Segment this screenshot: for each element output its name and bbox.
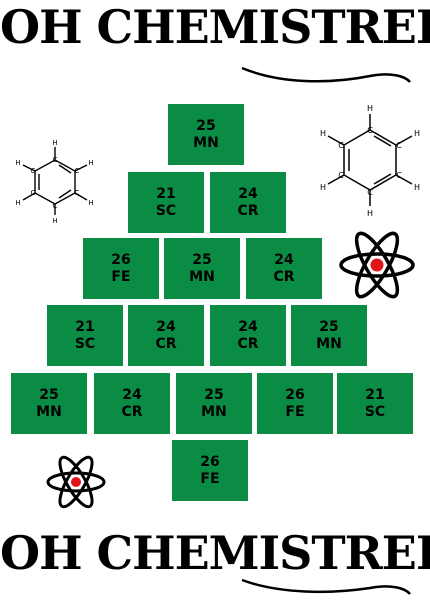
carbon-label: C (75, 189, 80, 197)
tile-symbol: CR (237, 335, 259, 352)
carbon-label: C (31, 167, 36, 175)
carbon-label: C (396, 141, 402, 150)
hydrogen-label: H (52, 217, 57, 225)
title-swirl-ornament (241, 578, 411, 595)
element-tile: 25 MN (291, 305, 367, 366)
atom-icon (46, 455, 106, 509)
carbon-label: C (367, 188, 373, 197)
element-tile: 24 CR (210, 172, 286, 233)
tile-number: 26 (111, 251, 131, 268)
hydrogen-label: H (15, 199, 20, 207)
tile-number: 21 (75, 318, 95, 335)
hydrogen-label: H (367, 104, 373, 113)
tile-number: 25 (196, 117, 216, 134)
tile-symbol: MN (201, 403, 227, 420)
tile-symbol: SC (364, 403, 386, 420)
element-tile: 26 FE (257, 373, 333, 434)
carbon-label: C (367, 126, 373, 135)
tile-number: 25 (319, 318, 339, 335)
carbon-label: C (53, 156, 58, 164)
hydrogen-label: H (414, 183, 420, 192)
tile-symbol: SC (155, 202, 177, 219)
tile-number: 25 (204, 386, 224, 403)
hydrogen-label: H (320, 183, 326, 192)
element-tile: 21 SC (47, 305, 123, 366)
hydrogen-label: H (88, 199, 93, 207)
tile-symbol: CR (237, 202, 259, 219)
benzene-molecule-icon: H H H H H H C C C C C C (320, 104, 420, 218)
hydrogen-label: H (52, 139, 57, 147)
title-swirl-ornament (241, 66, 411, 83)
hydrogen-label: H (320, 129, 326, 138)
tile-number: 24 (156, 318, 176, 335)
element-tile: 24 CR (246, 238, 322, 299)
tile-symbol: MN (36, 403, 62, 420)
element-tile: 24 CR (210, 305, 286, 366)
element-tile: 25 MN (176, 373, 252, 434)
hydrogen-label: H (367, 209, 373, 218)
tile-number: 21 (365, 386, 385, 403)
tile-number: 25 (39, 386, 59, 403)
carbon-label: C (338, 141, 344, 150)
tile-symbol: FE (285, 403, 305, 420)
tile-number: 24 (274, 251, 294, 268)
title-top: OH CHEMISTREE (0, 0, 430, 54)
carbon-label: C (338, 171, 344, 180)
title-bottom: OH CHEMISTREE (0, 526, 430, 580)
tile-number: 26 (285, 386, 305, 403)
tile-symbol: SC (74, 335, 96, 352)
hydrogen-label: H (88, 159, 93, 167)
tile-symbol: FE (200, 470, 220, 487)
benzene-molecule-icon: H H H H H H C C C C C C (15, 139, 93, 225)
tile-symbol: CR (273, 268, 295, 285)
element-tile: 24 CR (128, 305, 204, 366)
tile-symbol: MN (189, 268, 215, 285)
carbon-label: C (396, 171, 402, 180)
tile-symbol: CR (121, 403, 143, 420)
element-tile: 25 MN (11, 373, 87, 434)
element-tile: 25 MN (164, 238, 240, 299)
tile-number: 25 (192, 251, 212, 268)
hydrogen-label: H (15, 159, 20, 167)
carbon-label: C (53, 202, 58, 210)
tile-symbol: CR (155, 335, 177, 352)
tile-symbol: MN (193, 134, 219, 151)
tile-symbol: FE (111, 268, 131, 285)
carbon-label: C (75, 167, 80, 175)
element-tile-trunk: 26 FE (172, 440, 248, 501)
tile-number: 24 (238, 318, 258, 335)
element-tile: 21 SC (337, 373, 413, 434)
element-tile: 21 SC (128, 172, 204, 233)
atom-icon (339, 231, 415, 299)
tile-number: 24 (238, 185, 258, 202)
element-tile: 26 FE (83, 238, 159, 299)
tile-number: 26 (200, 453, 220, 470)
hydrogen-label: H (414, 129, 420, 138)
element-tile: 25 MN (168, 104, 244, 165)
carbon-label: C (31, 189, 36, 197)
tile-number: 21 (156, 185, 176, 202)
tile-number: 24 (122, 386, 142, 403)
tile-symbol: MN (316, 335, 342, 352)
element-tile: 24 CR (94, 373, 170, 434)
